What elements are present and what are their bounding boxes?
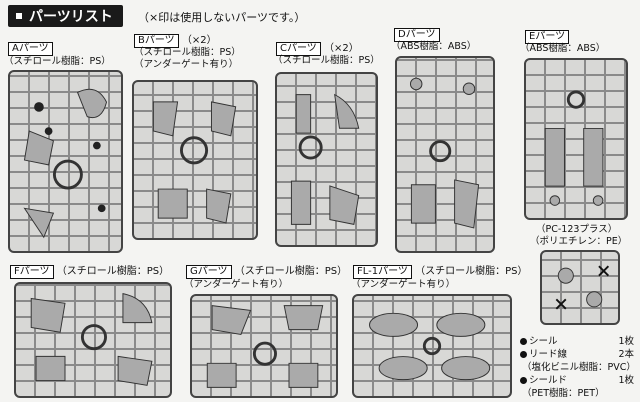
runner-fl1-parts bbox=[369, 312, 491, 381]
runner-c bbox=[275, 72, 378, 247]
tag-c: Cパーツ bbox=[276, 42, 321, 56]
tag-f: Fパーツ bbox=[10, 265, 54, 279]
bullet-icon bbox=[520, 351, 527, 358]
tag-b: Bパーツ bbox=[134, 34, 179, 48]
label-f: Fパーツ （スチロール樹脂：PS） bbox=[10, 265, 169, 279]
tag-fl1: FL-1パーツ bbox=[353, 265, 412, 279]
tag-e: Eパーツ bbox=[525, 30, 570, 44]
sub-a: （スチロール樹脂：PS） bbox=[4, 56, 111, 67]
pc-line1: （PC-123プラス） bbox=[536, 224, 618, 235]
legend-value: 1枚 bbox=[618, 336, 634, 347]
runner-d-parts bbox=[409, 77, 480, 229]
runner-g-parts bbox=[206, 305, 324, 388]
pc-line2: （ポリエチレン：PE） bbox=[530, 236, 628, 247]
legend-label: シール bbox=[529, 336, 558, 347]
label-e: Eパーツ bbox=[525, 30, 570, 44]
runner-fl1 bbox=[352, 294, 512, 398]
runner-c-parts bbox=[290, 93, 360, 225]
sub-fl1-1: （スチロール樹脂：PS） bbox=[415, 266, 528, 277]
sub-c: （スチロール樹脂：PS） bbox=[273, 55, 380, 66]
legend-value: 1枚 bbox=[618, 375, 634, 386]
runner-a bbox=[8, 70, 123, 253]
runner-b-parts bbox=[152, 101, 237, 224]
sub-f: （スチロール樹脂：PS） bbox=[56, 266, 170, 277]
label-c: Cパーツ （×2） bbox=[276, 42, 359, 56]
title-square-icon bbox=[16, 13, 22, 19]
sub-fl1-2: （アンダーゲート有り） bbox=[351, 279, 456, 290]
runner-b bbox=[132, 80, 258, 240]
runner-a-parts bbox=[23, 88, 108, 239]
legend-item-lead-wire: リード線 2本 bbox=[520, 349, 634, 363]
bullet-icon bbox=[520, 338, 527, 345]
title-text: パーツリスト bbox=[29, 9, 113, 25]
legend-sub-pet: （PET樹脂：PET） bbox=[522, 388, 605, 399]
sub-g1: （スチロール樹脂：PS） bbox=[234, 266, 348, 277]
legend-sub-pvc: （塩化ビニル樹脂：PVC） bbox=[522, 362, 636, 373]
label-g: Gパーツ （スチロール樹脂：PS） bbox=[186, 265, 347, 279]
sub-b2: （アンダーゲート有り） bbox=[134, 59, 239, 70]
legend-item-seal: シール 1枚 bbox=[520, 336, 634, 350]
bullet-icon bbox=[520, 377, 527, 384]
runner-e bbox=[524, 58, 628, 220]
usage-note: （×印は使用しないパーツです。） bbox=[138, 11, 306, 24]
label-fl1: FL-1パーツ （スチロール樹脂：PS） bbox=[353, 265, 528, 279]
runner-g bbox=[190, 294, 338, 398]
runner-e-parts bbox=[544, 90, 604, 206]
label-d: Dパーツ bbox=[394, 28, 440, 42]
sub-d: （ABS樹脂：ABS） bbox=[391, 41, 477, 52]
runner-pc bbox=[540, 250, 620, 325]
legend-label: シールド bbox=[529, 375, 568, 386]
sub-e: （ABS樹脂：ABS） bbox=[520, 43, 606, 54]
runner-f bbox=[14, 282, 172, 398]
tag-d: Dパーツ bbox=[394, 28, 440, 42]
label-b: Bパーツ （×2） bbox=[134, 34, 217, 48]
runner-f-parts bbox=[30, 293, 153, 386]
legend-item-shield: シールド 1枚 bbox=[520, 375, 634, 389]
sub-b1: （スチロール樹脂：PS） bbox=[134, 47, 241, 58]
legend-value: 2本 bbox=[618, 349, 634, 360]
sub-g2: （アンダーゲート有り） bbox=[184, 279, 289, 290]
runner-pc-parts bbox=[555, 265, 610, 310]
legend-label: リード線 bbox=[529, 349, 568, 360]
tag-g: Gパーツ bbox=[186, 265, 232, 279]
mult-c: （×2） bbox=[323, 43, 359, 54]
mult-b: （×2） bbox=[181, 35, 217, 46]
runner-d bbox=[395, 56, 495, 253]
tag-a: Aパーツ bbox=[8, 42, 53, 56]
label-a: Aパーツ bbox=[8, 42, 53, 56]
page-title: パーツリスト bbox=[8, 5, 123, 27]
